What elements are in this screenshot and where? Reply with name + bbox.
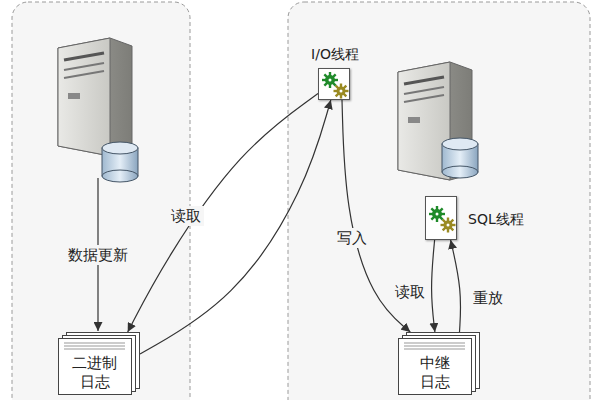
slave-server: [398, 62, 478, 180]
thread-icon: SQL线程: [425, 196, 457, 240]
slave-panel: [288, 2, 590, 400]
master-server: [58, 38, 138, 182]
log-name: 中继日志: [417, 354, 452, 393]
flow-label: 数据更新: [65, 245, 131, 265]
edge-label: 读取: [392, 282, 428, 302]
thread-label: I/O线程: [311, 46, 359, 63]
gear-icon: [426, 197, 458, 241]
log-file: 中继日志: [398, 332, 480, 395]
flow-arrow: [140, 100, 331, 354]
edge-label: 读取: [168, 206, 204, 226]
edge-label: 写入: [334, 228, 370, 248]
edge-label: 重放: [470, 288, 506, 308]
flow-arrow: [432, 240, 435, 332]
thread-icon: I/O线程: [318, 68, 350, 100]
flow-arrow: [128, 94, 318, 332]
flow-arrow: [451, 240, 461, 332]
log-file: 二进制日志: [58, 332, 140, 395]
gear-icon: [319, 69, 351, 101]
log-name: 二进制日志: [71, 354, 119, 393]
thread-label: SQL线程: [468, 211, 524, 228]
